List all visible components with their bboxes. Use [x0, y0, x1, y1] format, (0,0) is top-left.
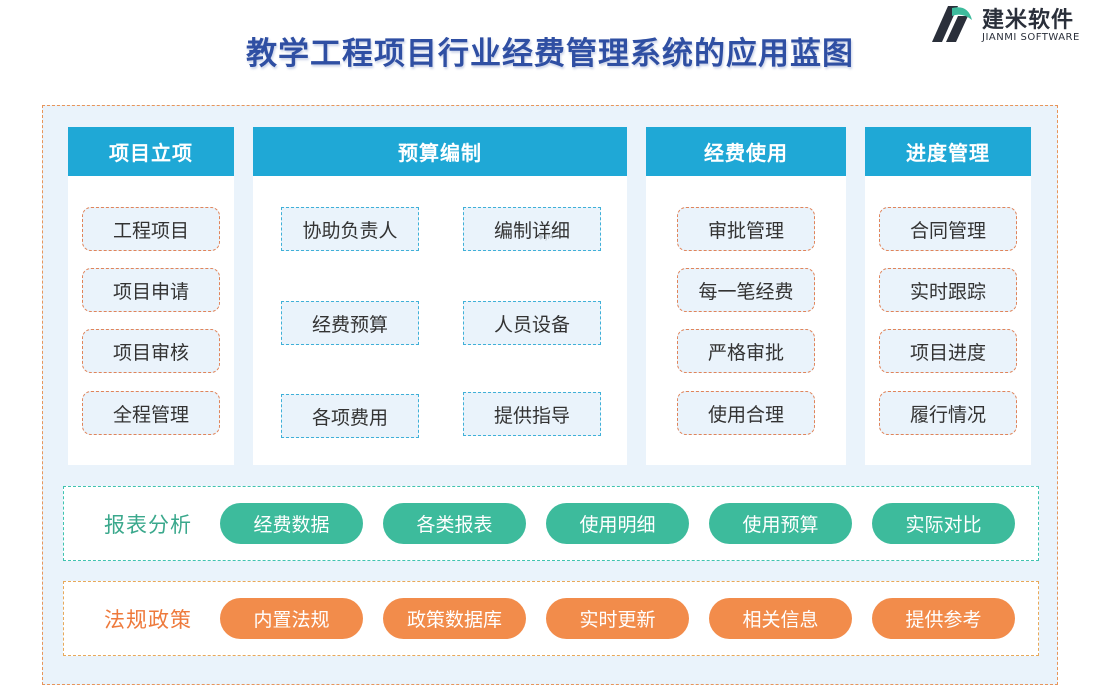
item-box: 履行情况 — [879, 391, 1017, 435]
item-box: 提供指导 — [463, 392, 601, 436]
law-chip: 实时更新 — [546, 598, 689, 639]
watermark-icon: ◆ JM — [538, 233, 554, 241]
item-box: 项目申请 — [82, 268, 220, 312]
item-box: 人员设备 — [463, 301, 601, 345]
law-chip: 相关信息 — [709, 598, 852, 639]
law-chip: 提供参考 — [872, 598, 1015, 639]
column-project-initiation: 项目立项 工程项目 项目申请 项目审核 全程管理 — [68, 127, 234, 465]
item-box: 审批管理 — [677, 207, 815, 251]
report-chip: 使用预算 — [709, 503, 852, 544]
laws-policies-row: 法规政策 内置法规 政策数据库 实时更新 相关信息 提供参考 — [63, 581, 1039, 656]
item-box: 每一笔经费 — [677, 268, 815, 312]
column-budget-preparation: 预算编制 协助负责人 编制详细 经费预算 人员设备 各项费用 提供指导 — [253, 127, 627, 465]
item-box: 实时跟踪 — [879, 268, 1017, 312]
item-box: 各项费用 — [281, 394, 419, 438]
item-box: 项目审核 — [82, 329, 220, 373]
item-box: 使用合理 — [677, 391, 815, 435]
report-analysis-row: 报表分析 经费数据 各类报表 使用明细 使用预算 实际对比 — [63, 486, 1039, 561]
report-chip: 使用明细 — [546, 503, 689, 544]
item-box: 经费预算 — [281, 301, 419, 345]
item-box: 合同管理 — [879, 207, 1017, 251]
report-chip: 实际对比 — [872, 503, 1015, 544]
page-title: 教学工程项目行业经费管理系统的应用蓝图 — [246, 36, 854, 72]
item-box: 项目进度 — [879, 329, 1017, 373]
logo-name-cn: 建米软件 — [982, 8, 1075, 33]
logo-name-en: JIANMI SOFTWARE — [982, 32, 1080, 43]
item-box: 编制详细 — [463, 207, 601, 251]
item-box: 协助负责人 — [281, 207, 419, 251]
column-heading: 预算编制 — [253, 127, 627, 176]
column-heading: 项目立项 — [68, 127, 234, 176]
row-label: 报表分析 — [104, 512, 192, 537]
column-heading: 进度管理 — [865, 127, 1031, 176]
law-chip: 政策数据库 — [383, 598, 526, 639]
item-box: 全程管理 — [82, 391, 220, 435]
item-box: 严格审批 — [677, 329, 815, 373]
column-fund-usage: 经费使用 审批管理 每一笔经费 严格审批 使用合理 — [646, 127, 846, 465]
report-chip: 各类报表 — [383, 503, 526, 544]
item-box: 工程项目 — [82, 207, 220, 251]
law-chip: 内置法规 — [220, 598, 363, 639]
row-label: 法规政策 — [104, 607, 192, 632]
report-chip: 经费数据 — [220, 503, 363, 544]
column-heading: 经费使用 — [646, 127, 846, 176]
brand-logo: 建米软件 JIANMI SOFTWARE — [928, 2, 1100, 46]
column-progress-management: 进度管理 合同管理 实时跟踪 项目进度 履行情况 — [865, 127, 1031, 465]
logo-mark-icon — [932, 6, 972, 42]
